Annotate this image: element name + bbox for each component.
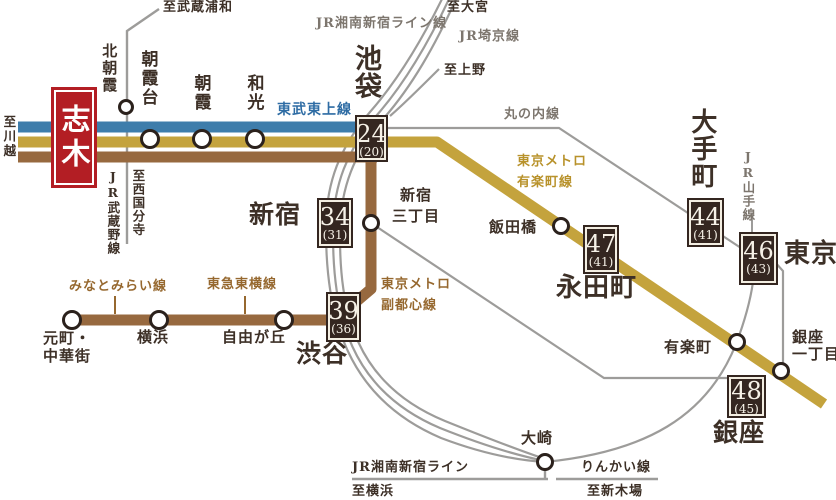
station-dot-motomachi bbox=[62, 310, 82, 330]
badge-otemachi-offpeak: (41) bbox=[693, 228, 718, 242]
station-label-shinjuku-sanchome-l1: 新宿 bbox=[400, 186, 433, 204]
station-label-jiyugaoka: 自由が丘 bbox=[222, 328, 287, 346]
station-label-asakadai: 朝霞台 bbox=[137, 50, 158, 107]
line-label-toyoko: 東急東横線 bbox=[207, 277, 278, 292]
badge-ikebukuro: 24 (20) bbox=[355, 115, 388, 162]
line-label-rinkai: りんかい線 bbox=[581, 460, 652, 475]
badge-shibuya: 39 (36) bbox=[326, 292, 361, 342]
station-dot-kitaasaka bbox=[118, 99, 134, 115]
station-label-shibuya: 渋谷 bbox=[296, 339, 349, 368]
badge-shinjuku-minutes: 34 bbox=[319, 203, 351, 231]
station-label-shinjuku-sanchome-l2: 三丁目 bbox=[392, 207, 441, 225]
line-label-jr-shonan-shinjuku-top: JR湘南新宿ライン線 bbox=[316, 16, 447, 31]
line-label-metro-fukutoshin-l2: 副都心線 bbox=[381, 298, 438, 313]
station-label-wako: 和光 bbox=[243, 74, 264, 112]
station-label-osaki: 大崎 bbox=[521, 429, 554, 447]
station-label-ginza-itchome-l2: 一丁目 bbox=[792, 345, 836, 363]
station-dot-wako bbox=[245, 129, 265, 149]
station-label-otemachi: 大手町 bbox=[686, 108, 717, 189]
line-jr-musashino bbox=[125, 8, 160, 244]
origin-station-box: 志木 bbox=[51, 87, 97, 188]
badge-ginza: 48 (45) bbox=[727, 375, 766, 418]
line-marunouchi-shinjuku-ginza bbox=[370, 222, 728, 380]
station-label-tokyo: 東京 bbox=[784, 239, 836, 269]
station-label-ginza-itchome: 銀座 一丁目 bbox=[792, 329, 836, 363]
badge-nagatacho: 47 (41) bbox=[583, 225, 619, 274]
badge-nagatacho-minutes: 47 bbox=[585, 230, 617, 258]
direction-to-kawagoe: 至川越 bbox=[1, 115, 17, 159]
badge-tokyo-minutes: 46 bbox=[743, 237, 774, 265]
badge-tokyo: 46 (43) bbox=[739, 232, 778, 285]
station-dot-shinjuku-sanchome bbox=[362, 214, 380, 232]
badge-shinjuku: 34 (31) bbox=[317, 198, 353, 248]
direction-to-ueno: 至上野 bbox=[444, 63, 487, 78]
line-label-jr-musashino: JR武蔵野線 bbox=[105, 169, 121, 255]
line-jr-ueno-branch bbox=[389, 68, 440, 117]
origin-station-label: 志木 bbox=[57, 103, 91, 172]
station-dot-jiyugaoka bbox=[274, 310, 294, 330]
direction-to-shinkiba: 至新木場 bbox=[587, 484, 644, 499]
line-label-metro-fukutoshin-l1: 東京メトロ bbox=[381, 277, 452, 292]
line-label-tobu-tojo: 東武東上線 bbox=[277, 102, 352, 118]
line-label-metro-fukutoshin: 東京メトロ 副都心線 bbox=[381, 274, 451, 316]
direction-to-omiya: 至大宮 bbox=[447, 0, 490, 15]
station-label-nagatacho: 永田町 bbox=[556, 273, 638, 303]
badge-shibuya-minutes: 39 bbox=[328, 297, 359, 325]
badge-shibuya-offpeak: (36) bbox=[331, 322, 356, 336]
station-label-ginza-itchome-l1: 銀座 bbox=[792, 328, 825, 346]
station-label-motomachi-l1: 元町・ bbox=[43, 329, 92, 347]
direction-to-yokohama: 至横浜 bbox=[352, 484, 395, 499]
station-dot-iidabashi bbox=[552, 217, 570, 235]
station-dot-asakadai bbox=[140, 129, 160, 149]
badge-shinjuku-offpeak: (31) bbox=[322, 228, 348, 242]
station-label-motomachi-l2: 中華街 bbox=[43, 347, 92, 365]
badge-ikebukuro-minutes: 24 bbox=[356, 120, 387, 148]
badge-otemachi: 44 (41) bbox=[687, 198, 724, 247]
line-label-metro-yurakucho: 東京メトロ 有楽町線 bbox=[517, 151, 587, 193]
direction-to-nishikokubunji: 至西国分寺 bbox=[130, 169, 146, 237]
station-label-kitaasaka: 北朝霞 bbox=[100, 43, 119, 94]
line-label-jr-saikyo: JR埼京線 bbox=[459, 29, 520, 44]
badge-tokyo-offpeak: (43) bbox=[746, 262, 771, 276]
station-dot-yurakucho bbox=[728, 333, 746, 351]
station-label-shinjuku-sanchome: 新宿 三丁目 bbox=[392, 185, 440, 227]
line-label-jr-yamanote: JR山手線 bbox=[740, 149, 756, 222]
station-label-ginza: 銀座 bbox=[713, 418, 766, 447]
badge-otemachi-minutes: 44 bbox=[690, 203, 721, 231]
station-dot-ginza-itchome bbox=[772, 362, 790, 380]
line-label-metro-yurakucho-l2: 有楽町線 bbox=[517, 175, 574, 190]
station-dot-osaki bbox=[536, 453, 554, 471]
station-label-yurakucho: 有楽町 bbox=[664, 338, 713, 356]
line-label-marunouchi: 丸の内線 bbox=[504, 107, 561, 122]
direction-to-musashiurawa: 至武蔵浦和 bbox=[163, 0, 234, 15]
line-label-minatomirai: みなとみらい線 bbox=[69, 279, 168, 294]
badge-ikebukuro-offpeak: (20) bbox=[359, 145, 384, 159]
station-label-ikebukuro: 池袋 bbox=[350, 44, 382, 100]
badge-ginza-offpeak: (45) bbox=[734, 402, 759, 416]
badge-ginza-minutes: 48 bbox=[731, 377, 762, 405]
line-jr-yamanote-arc bbox=[544, 281, 755, 464]
station-dot-yokohama bbox=[149, 310, 169, 330]
line-marunouchi-ikebukuro-tokyo bbox=[387, 126, 742, 249]
station-dot-asaka bbox=[192, 129, 212, 149]
station-label-motomachi-chukagai: 元町・ 中華街 bbox=[43, 329, 91, 365]
badge-nagatacho-offpeak: (41) bbox=[588, 255, 614, 269]
station-label-iidabashi: 飯田橋 bbox=[489, 218, 538, 236]
line-label-jr-shonan-shinjuku-bottom: JR湘南新宿ライン bbox=[352, 460, 469, 475]
station-label-asaka: 朝霞 bbox=[190, 74, 211, 112]
station-label-yokohama: 横浜 bbox=[137, 328, 170, 346]
station-label-shinjuku: 新宿 bbox=[249, 200, 302, 229]
line-label-metro-yurakucho-l1: 東京メトロ bbox=[517, 154, 588, 169]
